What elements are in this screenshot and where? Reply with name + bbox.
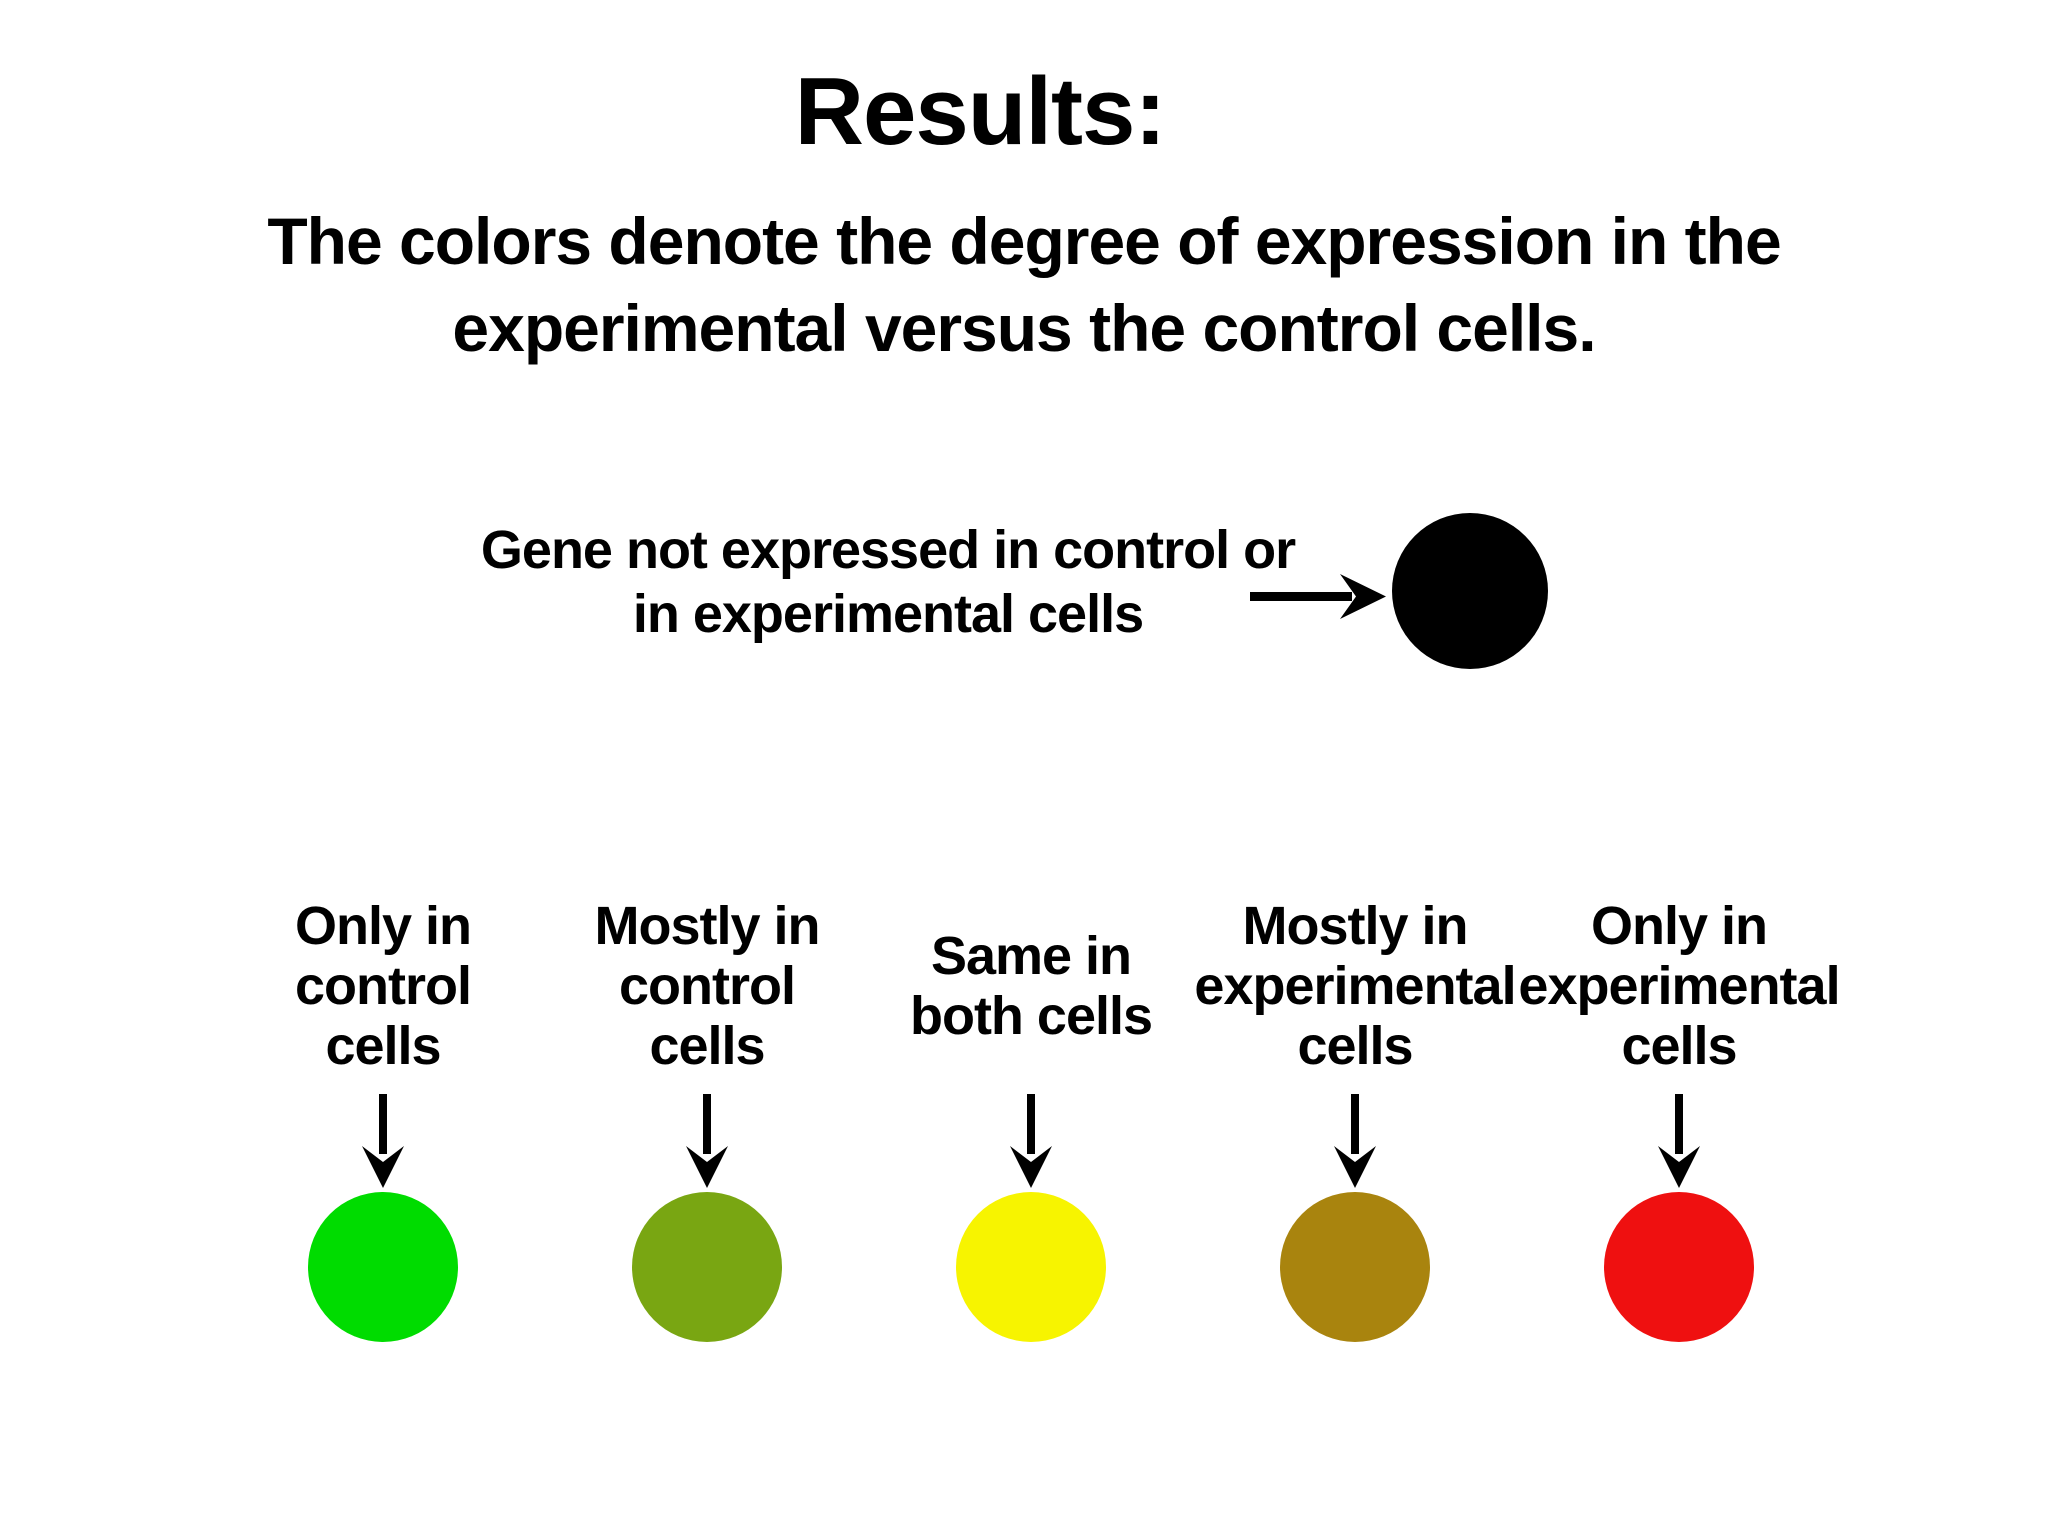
olive-circle (632, 1192, 782, 1342)
green-circle (308, 1192, 458, 1342)
legend-label: Only in control cells (294, 896, 472, 1076)
legend-item-only-control: Only in control cells (221, 895, 545, 1342)
slide-title: Results: (794, 58, 1167, 165)
black-circle (1392, 513, 1548, 669)
color-legend: Only in control cells Mostly in control … (7, 895, 2048, 1342)
down-arrow-icon (1658, 1094, 1700, 1188)
legend-item-mostly-control: Mostly in control cells (545, 895, 869, 1342)
red-circle (1604, 1192, 1754, 1342)
legend-item-same-both: Same in both cells (869, 895, 1193, 1342)
down-arrow-icon (362, 1094, 404, 1188)
brown-circle (1280, 1192, 1430, 1342)
legend-label: Mostly in control cells (594, 896, 820, 1076)
legend-label: Mostly in experimental cells (1194, 896, 1516, 1076)
yellow-circle (956, 1192, 1106, 1342)
legend-item-only-experimental: Only in experimental cells (1517, 895, 1841, 1342)
legend-label: Only in experimental cells (1518, 896, 1840, 1076)
note-text: Gene not expressed in control or in expe… (480, 520, 1296, 644)
down-arrow-icon (1334, 1094, 1376, 1188)
right-arrow-icon (1250, 574, 1386, 619)
legend-item-mostly-experimental: Mostly in experimental cells (1193, 895, 1517, 1342)
legend-label: Same in both cells (909, 926, 1153, 1046)
down-arrow-icon (1010, 1094, 1052, 1188)
down-arrow-icon (686, 1094, 728, 1188)
slide-subtitle: The colors denote the degree of expressi… (267, 204, 1781, 365)
